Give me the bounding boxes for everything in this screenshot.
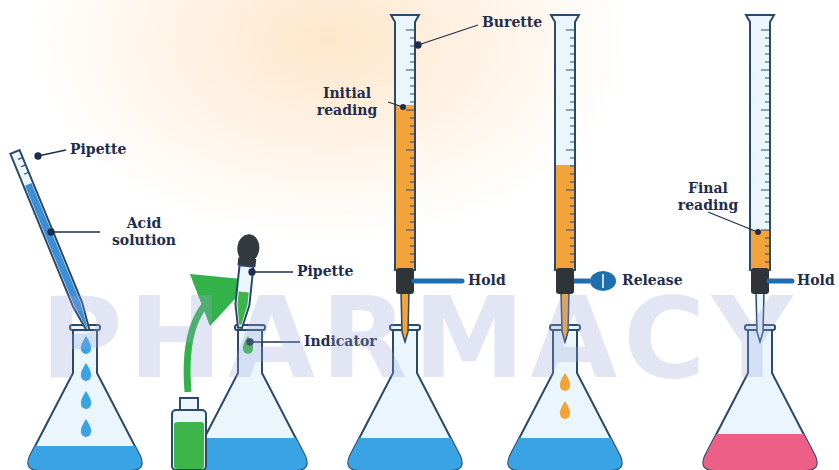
tick bbox=[570, 262, 574, 263]
tick bbox=[765, 102, 769, 103]
tick bbox=[410, 142, 414, 143]
tick bbox=[765, 174, 769, 175]
tick bbox=[410, 86, 414, 87]
tick bbox=[765, 238, 769, 239]
tick bbox=[410, 198, 414, 199]
action-label: Hold bbox=[797, 272, 835, 289]
tick bbox=[570, 46, 574, 47]
tick bbox=[765, 206, 769, 207]
tick bbox=[410, 182, 414, 183]
tick bbox=[410, 158, 414, 159]
tick bbox=[570, 126, 574, 127]
tick bbox=[765, 166, 769, 167]
tick bbox=[410, 166, 414, 167]
tick bbox=[765, 118, 769, 119]
tick bbox=[566, 30, 574, 31]
tick bbox=[765, 62, 769, 63]
tick bbox=[765, 86, 769, 87]
tick bbox=[765, 262, 769, 263]
tick bbox=[566, 70, 574, 71]
tick bbox=[761, 30, 769, 31]
tick bbox=[406, 110, 414, 111]
tick bbox=[570, 222, 574, 223]
tick bbox=[410, 238, 414, 239]
graduation-ticks bbox=[406, 30, 769, 262]
tick bbox=[570, 158, 574, 159]
tick bbox=[410, 46, 414, 47]
tick bbox=[410, 118, 414, 119]
tick bbox=[765, 78, 769, 79]
tick bbox=[765, 54, 769, 55]
tick bbox=[765, 214, 769, 215]
tick bbox=[570, 174, 574, 175]
tick bbox=[566, 110, 574, 111]
tick bbox=[570, 86, 574, 87]
tick bbox=[765, 222, 769, 223]
tick bbox=[761, 230, 769, 231]
tick bbox=[410, 62, 414, 63]
tick bbox=[765, 134, 769, 135]
tick bbox=[570, 182, 574, 183]
tick bbox=[410, 126, 414, 127]
tick bbox=[406, 190, 414, 191]
tick bbox=[566, 190, 574, 191]
tick bbox=[761, 150, 769, 151]
tick bbox=[765, 126, 769, 127]
tick bbox=[410, 94, 414, 95]
tick bbox=[570, 54, 574, 55]
tick bbox=[410, 134, 414, 135]
tick bbox=[410, 246, 414, 247]
tick bbox=[570, 206, 574, 207]
tick bbox=[761, 110, 769, 111]
tick bbox=[566, 150, 574, 151]
part-label: Pipette bbox=[70, 141, 126, 158]
tick bbox=[765, 94, 769, 95]
tick bbox=[410, 222, 414, 223]
tick bbox=[570, 198, 574, 199]
tick bbox=[570, 254, 574, 255]
tick bbox=[570, 78, 574, 79]
tick bbox=[761, 70, 769, 71]
tick bbox=[765, 158, 769, 159]
tick bbox=[570, 238, 574, 239]
tick bbox=[410, 102, 414, 103]
tick bbox=[765, 182, 769, 183]
part-label: Acid solution bbox=[103, 215, 185, 249]
tick bbox=[570, 246, 574, 247]
part-label: Burette bbox=[482, 14, 542, 31]
tick bbox=[410, 54, 414, 55]
tick bbox=[570, 134, 574, 135]
tick bbox=[410, 38, 414, 39]
tick bbox=[570, 166, 574, 167]
tick bbox=[570, 38, 574, 39]
tick bbox=[410, 214, 414, 215]
tick bbox=[570, 142, 574, 143]
tick bbox=[570, 214, 574, 215]
part-label: Initial reading bbox=[309, 85, 385, 119]
watermark: PHARMACY bbox=[40, 278, 798, 398]
tick bbox=[410, 78, 414, 79]
tick bbox=[406, 150, 414, 151]
tick bbox=[410, 174, 414, 175]
tick bbox=[765, 38, 769, 39]
tick bbox=[761, 190, 769, 191]
tick bbox=[406, 30, 414, 31]
tick bbox=[566, 230, 574, 231]
tick bbox=[570, 102, 574, 103]
tick bbox=[765, 142, 769, 143]
tick bbox=[765, 46, 769, 47]
tick bbox=[570, 118, 574, 119]
tick bbox=[765, 198, 769, 199]
tick bbox=[570, 94, 574, 95]
tick bbox=[570, 62, 574, 63]
tick bbox=[765, 246, 769, 247]
tick bbox=[406, 70, 414, 71]
tick bbox=[410, 206, 414, 207]
indicator-bottle bbox=[172, 398, 206, 470]
tick bbox=[410, 254, 414, 255]
tick bbox=[410, 262, 414, 263]
tick bbox=[406, 230, 414, 231]
tick bbox=[765, 254, 769, 255]
part-label: Final reading bbox=[672, 180, 744, 214]
